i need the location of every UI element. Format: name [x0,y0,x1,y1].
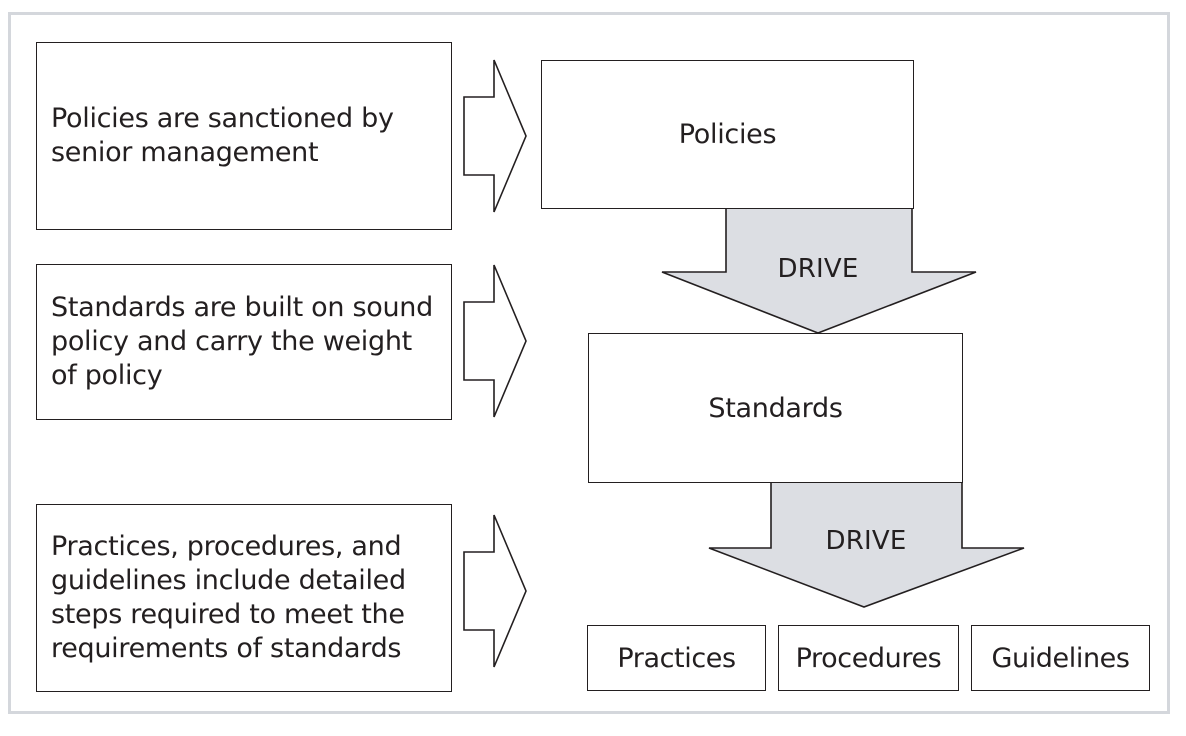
right-arrow-standards-icon [463,264,527,418]
right-arrow-policies-icon [463,59,527,213]
practices-description-text: Practices, procedures, and guidelines in… [51,531,406,664]
drive-label-bottom: DRIVE [825,526,907,556]
policies-label: Policies [678,119,777,150]
drive-label-top: DRIVE [777,254,859,284]
guidelines-label: Guidelines [991,642,1130,674]
practices-description-box: Practices, procedures, and guidelines in… [36,504,452,692]
policies-box: Policies [541,60,914,209]
drive-arrow-bottom-icon [708,481,1025,608]
standards-description-box: Standards are built on sound policy and … [36,264,452,420]
practices-box: Practices [587,625,766,691]
standards-label: Standards [708,392,843,424]
drive-arrow-top-icon [661,207,977,334]
diagram-frame [8,12,1170,714]
policies-description-box: Policies are sanctioned by senior manage… [36,42,452,230]
procedures-label: Procedures [795,642,942,674]
standards-box: Standards [588,333,963,483]
right-arrow-practices-icon [463,514,527,668]
practices-label: Practices [617,642,736,674]
guidelines-box: Guidelines [971,625,1150,691]
standards-description-text: Standards are built on sound policy and … [51,292,433,391]
policies-description-text: Policies are sanctioned by senior manage… [51,103,394,168]
procedures-box: Procedures [778,625,959,691]
